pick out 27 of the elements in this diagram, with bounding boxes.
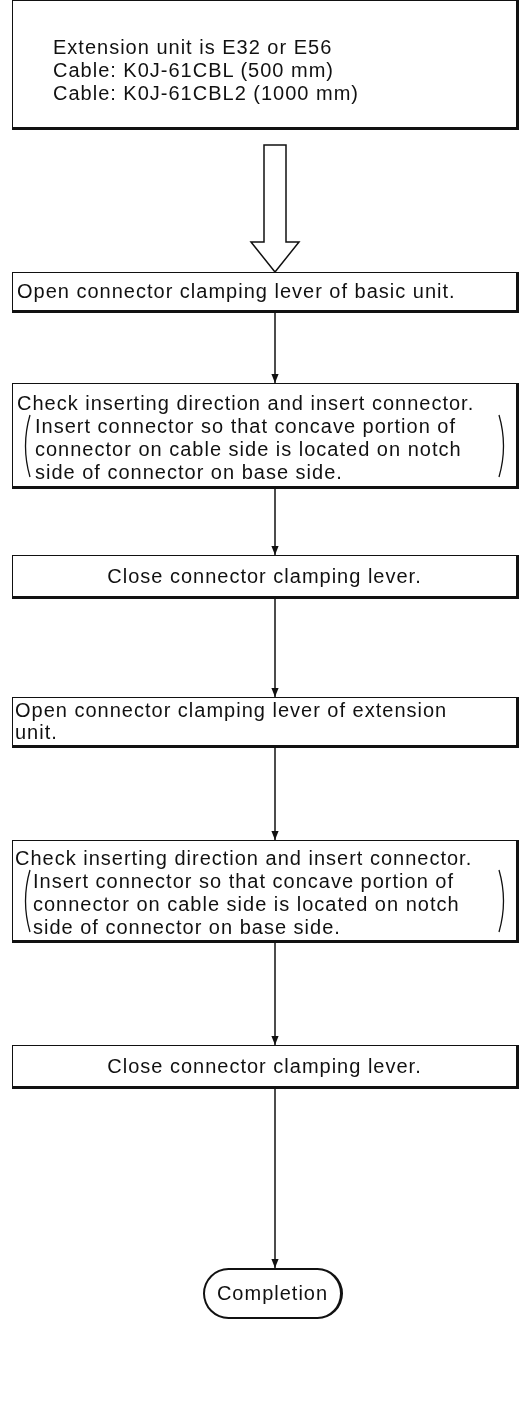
process-box xyxy=(12,840,519,943)
process-box xyxy=(12,555,519,599)
step-text: Open connector clamping lever of extension unit. xyxy=(15,699,449,743)
process-box xyxy=(12,0,519,130)
note-text: Cable: K0J-61CBL2 (1000 mm) xyxy=(53,82,360,105)
arrow xyxy=(271,598,279,698)
arrow xyxy=(271,1088,279,1269)
note-text: Insert connector so that concave portion of connector on cable side is located on notch side of connector on base side. xyxy=(35,415,463,484)
process-box xyxy=(12,383,519,489)
process-box xyxy=(12,272,519,313)
step-text: Check inserting direction and insert connector. xyxy=(17,392,476,415)
step-text: Open connector clamping lever of basic unit. xyxy=(17,280,457,303)
arrow xyxy=(271,312,279,384)
step-text: Extension unit is E32 or E56 xyxy=(53,36,334,59)
step-text: Close connector clamping lever. xyxy=(106,565,423,588)
step-text: Close connector clamping lever. xyxy=(106,1055,423,1078)
arrow xyxy=(271,942,279,1046)
process-box xyxy=(12,697,519,748)
block-arrow xyxy=(249,144,301,274)
arrow xyxy=(271,488,279,556)
step-text: Completion xyxy=(216,1282,329,1305)
process-box xyxy=(12,1045,519,1089)
step-text: Check inserting direction and insert connector. xyxy=(15,847,474,870)
arrow xyxy=(271,747,279,841)
note-text: Insert connector so that concave portion of connector on cable side is located on notch side of connector on base side. xyxy=(33,870,461,939)
terminal-box xyxy=(203,1268,343,1319)
note-text: Cable: K0J-61CBL (500 mm) xyxy=(53,59,336,82)
